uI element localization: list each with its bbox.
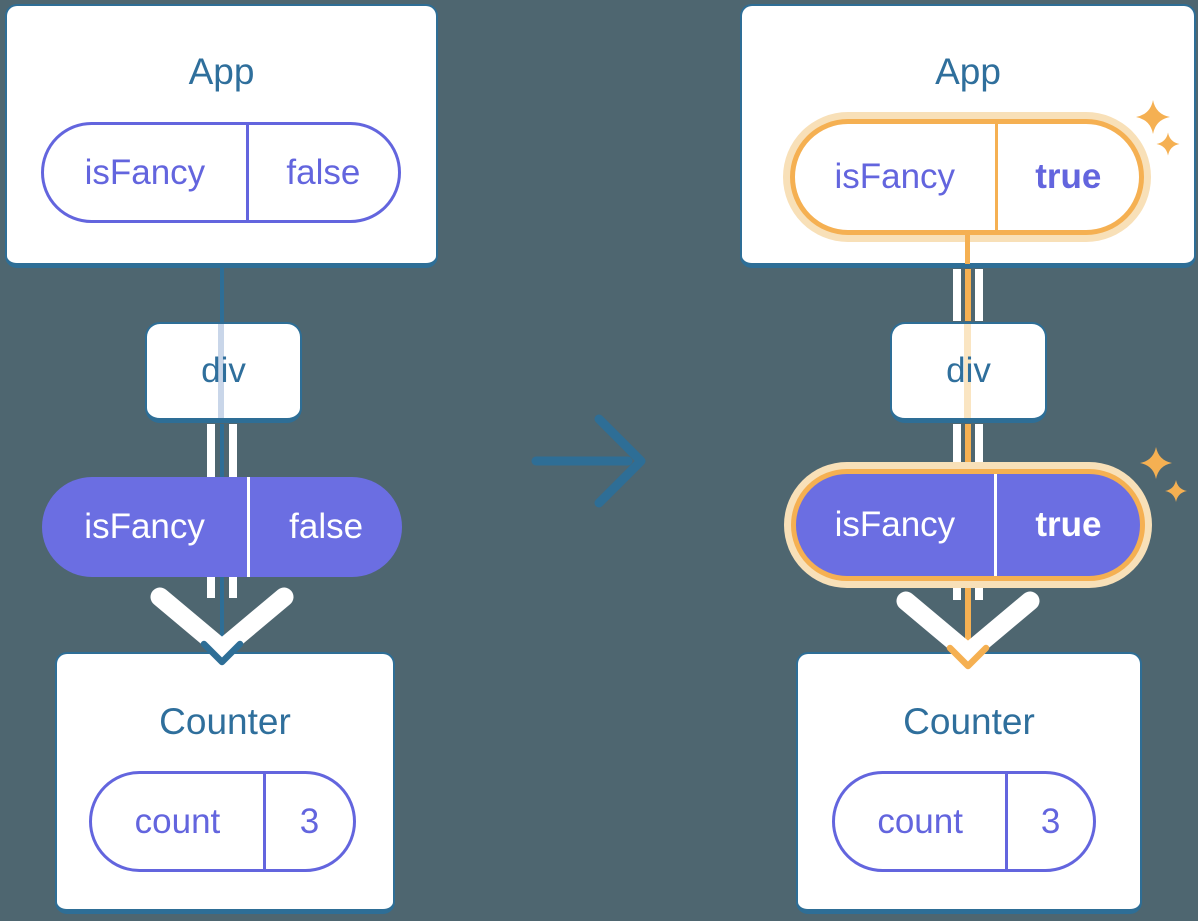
passed-prop-pill-after-highlighted: isFancy true — [791, 469, 1145, 581]
component-title: Counter — [903, 701, 1035, 742]
sparkles-icon — [1140, 447, 1187, 502]
prop-value: false — [286, 152, 361, 192]
div-node-card-after: div — [890, 322, 1047, 423]
edge-div-to-prop — [965, 424, 971, 474]
prop-value: true — [1035, 157, 1102, 196]
edge-prop-to-counter — [965, 581, 971, 665]
state-value: 3 — [299, 801, 320, 841]
prop-flow-left-line — [953, 581, 961, 600]
edge-prop-to-card-bottom — [965, 230, 970, 264]
prop-name: isFancy — [44, 125, 249, 220]
prop-flow-right-line — [975, 424, 983, 474]
prop-flow-left-line — [207, 577, 215, 598]
app-component-card-after: App isFancy true — [740, 4, 1196, 268]
edge-app-to-div — [965, 269, 971, 321]
edge-through-div — [964, 324, 971, 418]
prop-pill-before: isFancy false — [41, 122, 401, 223]
prop-name: isFancy — [796, 474, 997, 576]
counter-component-card-before: Counter count 3 — [55, 652, 395, 914]
prop-name: isFancy — [795, 124, 998, 230]
edge-app-to-div — [220, 268, 224, 322]
prop-value: false — [289, 507, 364, 546]
down-arrow-chevron-icon — [150, 587, 294, 666]
app-component-card-before: App isFancy false — [5, 4, 438, 268]
prop-flow-right-line — [229, 577, 237, 598]
edge-prop-to-counter — [220, 577, 224, 662]
prop-flow-right-line — [975, 581, 983, 600]
prop-flow-left-line — [207, 424, 215, 478]
state-name: count — [835, 774, 1009, 869]
div-node-label: div — [946, 351, 991, 390]
edge-div-to-prop — [220, 424, 224, 478]
edge-through-div — [218, 324, 224, 418]
passed-prop-pill-before: isFancy false — [42, 477, 402, 577]
prop-flow-left-line — [953, 269, 961, 321]
prop-name: isFancy — [42, 477, 251, 577]
component-title: Counter — [159, 701, 291, 742]
transition-right-arrow-icon — [531, 414, 646, 508]
state-value: 3 — [1040, 801, 1061, 841]
sparkles-icon — [1136, 100, 1180, 156]
prop-pill-after-highlighted: isFancy true — [790, 119, 1144, 235]
div-node-label: div — [201, 351, 246, 390]
component-title: App — [188, 51, 255, 92]
div-node-card-before: div — [145, 322, 302, 423]
counter-component-card-after: Counter count 3 — [796, 652, 1142, 914]
prop-flow-left-line — [953, 424, 961, 474]
state-pill-after: count 3 — [832, 771, 1096, 872]
prop-flow-right-line — [975, 269, 983, 321]
state-pill-before: count 3 — [89, 771, 356, 872]
prop-flow-right-line — [229, 424, 237, 478]
component-title: App — [935, 51, 1001, 92]
prop-value: true — [1035, 505, 1102, 544]
state-name: count — [92, 774, 266, 869]
down-arrow-chevron-icon — [896, 591, 1040, 670]
